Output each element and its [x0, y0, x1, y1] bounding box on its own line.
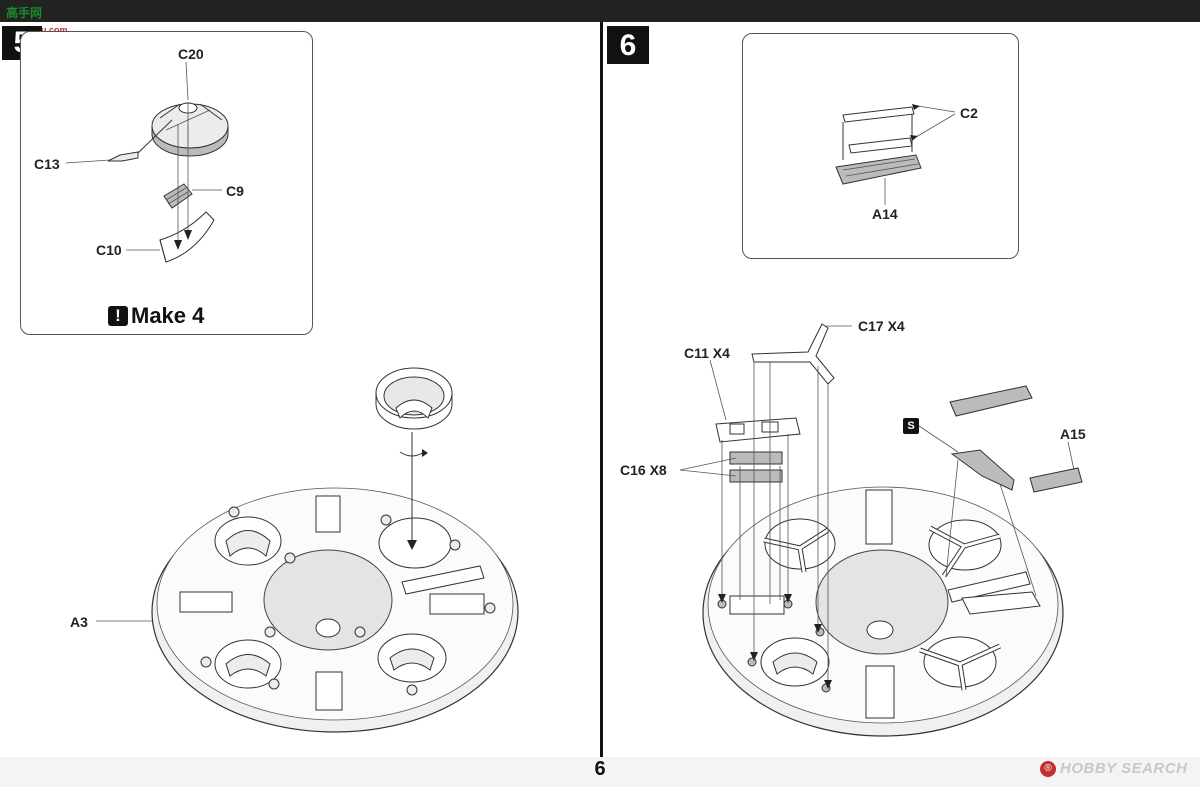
- step-6-number: 6: [607, 26, 649, 64]
- label-c9: C9: [226, 183, 244, 199]
- a3-base-plate: [151, 487, 519, 733]
- step-6-subassembly-panel: [742, 33, 1019, 259]
- label-a14: A14: [872, 206, 898, 222]
- a15-rails-part: [949, 385, 1083, 493]
- top-bar: [0, 0, 1200, 22]
- c20-dome-part: [151, 102, 229, 157]
- label-a15: A15: [1060, 426, 1086, 442]
- registered-icon: ®: [1040, 761, 1056, 777]
- c2-a14-subassembly: [835, 106, 922, 185]
- label-c10: C10: [96, 242, 122, 258]
- label-c2: C2: [960, 105, 978, 121]
- page-number: 6: [594, 758, 606, 780]
- site-logo-text: 高手网: [6, 6, 43, 20]
- option-symbol-icon: S: [903, 418, 919, 434]
- c11-part: [715, 417, 801, 443]
- label-c20: C20: [178, 46, 204, 62]
- page-divider: [600, 22, 603, 757]
- c13-part: [107, 119, 173, 162]
- c16-part: [729, 451, 783, 483]
- label-c11: C11 X4: [684, 345, 730, 361]
- label-a3: A3: [70, 614, 88, 630]
- make-quantity-note: ! Make 4: [108, 303, 204, 329]
- bottom-bar: [0, 757, 1200, 787]
- step-5-subassembly-panel: [20, 31, 313, 335]
- watermark: HOBBY SEARCH: [1060, 760, 1188, 777]
- c17-part: [751, 323, 835, 385]
- label-c17: C17 X4: [858, 318, 905, 334]
- label-c16: C16 X8: [620, 462, 667, 478]
- step-6-base-plate: [702, 486, 1064, 737]
- label-c13: C13: [34, 156, 60, 172]
- make-quantity-text: Make 4: [131, 303, 205, 328]
- step-5-subassembly-part: [375, 367, 453, 430]
- exclamation-icon: !: [108, 306, 128, 326]
